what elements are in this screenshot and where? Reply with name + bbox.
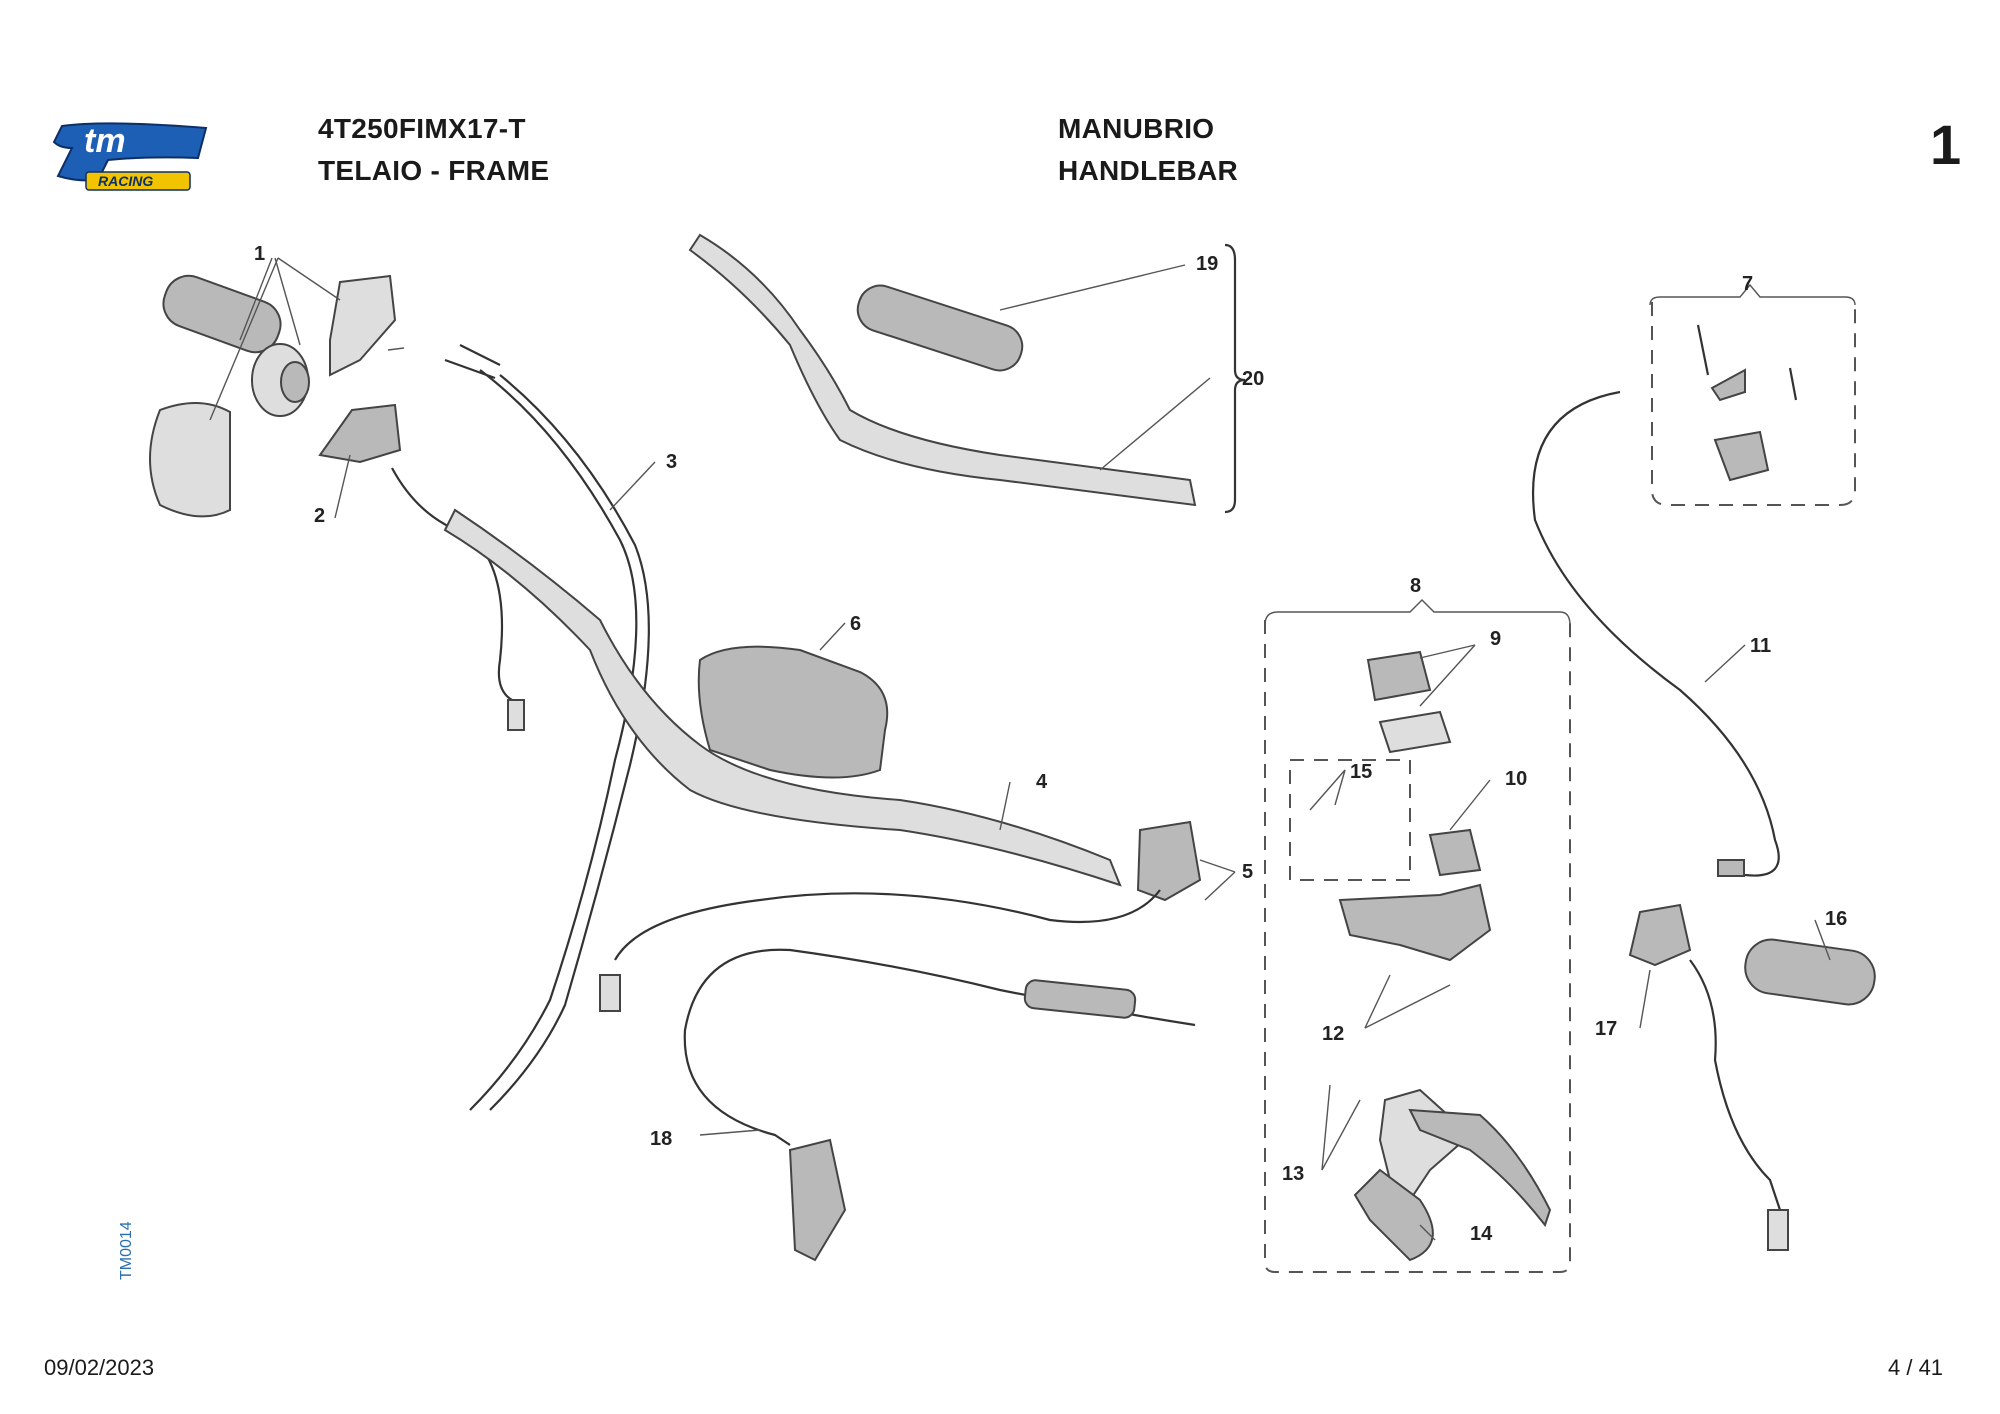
title-english: HANDLEBAR xyxy=(1058,155,1239,186)
throttle-cables xyxy=(444,344,650,1111)
callout-13: 13 xyxy=(1282,1163,1304,1185)
callout-5: 5 xyxy=(1242,861,1253,883)
title-italian: MANUBRIO xyxy=(1058,113,1215,144)
page-number: 1 xyxy=(1930,113,1962,176)
clutch-perch-kit xyxy=(1649,283,1856,506)
callout-4: 4 xyxy=(1036,771,1048,793)
callout-9: 9 xyxy=(1490,628,1501,650)
callout-3: 3 xyxy=(666,451,677,473)
start-switch-right xyxy=(599,820,1202,1012)
callout-2: 2 xyxy=(314,505,325,527)
callout-1: 1 xyxy=(254,243,265,265)
callout-18: 18 xyxy=(650,1128,672,1150)
kill-switch-left xyxy=(318,403,525,731)
model-code: 4T250FIMX17-T xyxy=(318,113,526,144)
hot-start-cable xyxy=(683,948,1196,1262)
callout-8: 8 xyxy=(1410,575,1421,597)
handlebar-pad xyxy=(697,645,889,779)
logo-text: tm xyxy=(84,122,126,160)
callout-17: 17 xyxy=(1595,1018,1617,1040)
tm-racing-logo: tm RACING xyxy=(52,122,208,191)
callout-6: 6 xyxy=(850,613,861,635)
callout-numbers: 1 2 3 4 5 6 7 8 9 10 11 12 13 14 15 16 1… xyxy=(254,243,1847,1245)
document-id: TM0014 xyxy=(118,1221,135,1280)
brake-master-cylinder-kit xyxy=(1264,599,1571,1273)
callout-14: 14 xyxy=(1470,1223,1493,1245)
callout-10: 10 xyxy=(1505,768,1527,790)
handlebar-main xyxy=(443,508,1122,887)
print-date: 09/02/2023 xyxy=(44,1355,155,1380)
throttle-grip-assembly xyxy=(149,274,405,518)
callout-12: 12 xyxy=(1322,1023,1344,1045)
callout-11: 11 xyxy=(1750,635,1771,657)
callout-16: 16 xyxy=(1825,908,1847,930)
logo-sub: RACING xyxy=(98,173,153,189)
right-grip-and-switch xyxy=(1628,903,1876,1251)
leader-lines xyxy=(209,243,1831,1241)
clutch-cable xyxy=(1531,390,1780,877)
callout-20: 20 xyxy=(1242,368,1264,390)
group-label: TELAIO - FRAME xyxy=(318,155,550,186)
callout-15: 15 xyxy=(1350,761,1372,783)
handlebar-alt-with-pad xyxy=(688,233,1197,507)
pagination: 4 / 41 xyxy=(1888,1355,1944,1380)
callout-19: 19 xyxy=(1196,253,1218,275)
callout-7: 7 xyxy=(1742,273,1753,295)
